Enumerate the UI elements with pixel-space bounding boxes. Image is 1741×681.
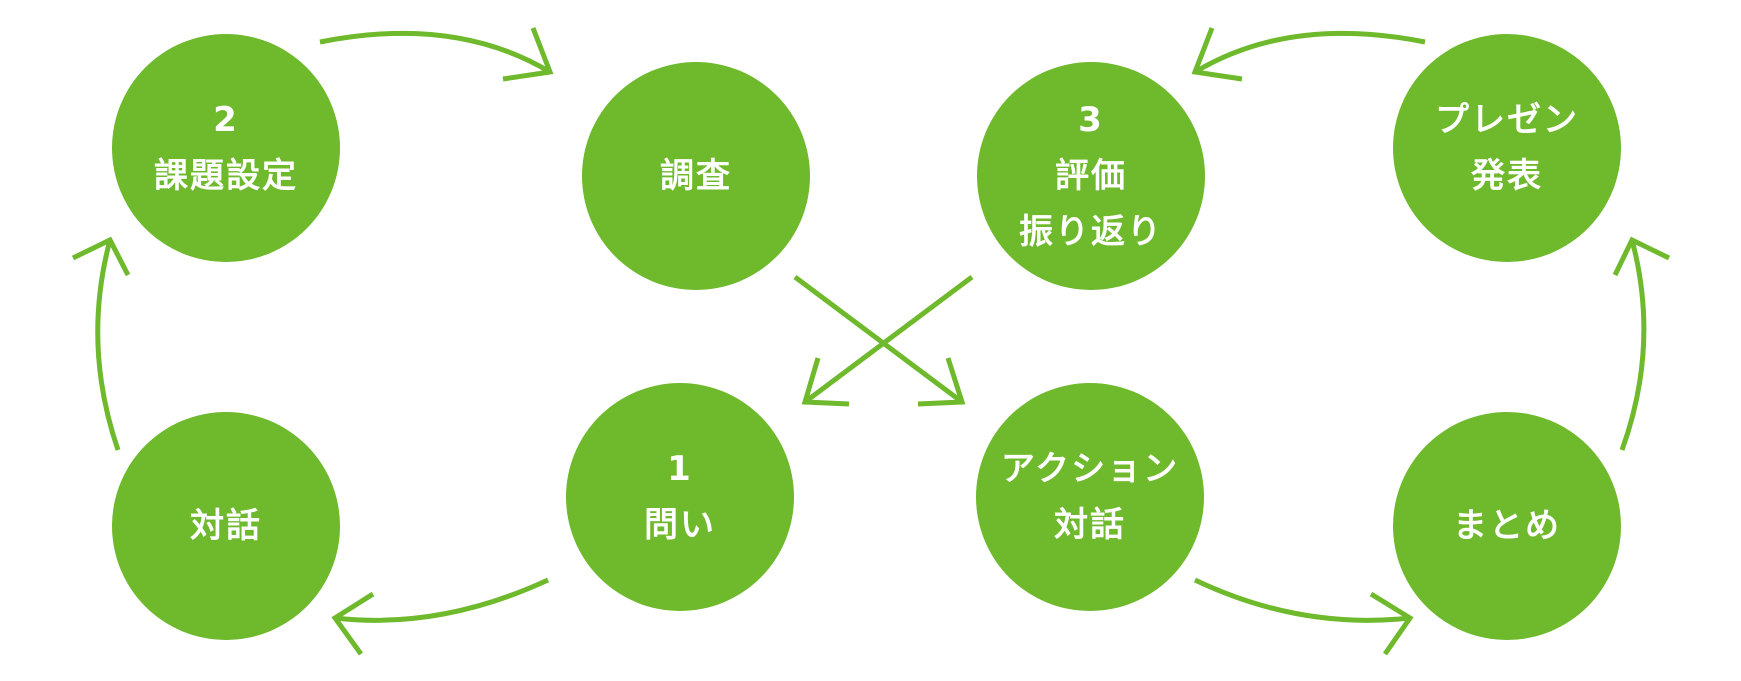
node-label-line: 発表	[1471, 156, 1543, 196]
node-chosa: 調査	[582, 62, 810, 290]
node-label-line: プレゼン	[1435, 100, 1579, 140]
node-label-line: 評価	[1055, 156, 1127, 196]
arrow-toi-to-taiwa	[331, 577, 550, 656]
node-label-line: 対話	[190, 506, 262, 546]
node-label-line: 振り返り	[1019, 212, 1163, 252]
node-toi: 1 問い	[566, 383, 794, 611]
node-label-line: まとめ	[1453, 506, 1561, 546]
node-present-happyo: プレゼン 発表	[1393, 34, 1621, 262]
arrow-action-to-matome	[1193, 577, 1414, 656]
node-hyoka-furikaeri: 3 評価 振り返り	[977, 62, 1205, 290]
node-kadai-settei: 2 課題設定	[112, 34, 340, 262]
arrow-hyoka-to-toi	[801, 274, 974, 407]
node-step-number: 3	[1078, 100, 1104, 140]
node-step-number: 1	[667, 449, 693, 489]
node-label-line: 対話	[1054, 505, 1126, 545]
arrow-kadai-to-chosa	[319, 27, 554, 82]
node-label-line: アクション	[1000, 449, 1180, 489]
arrow-taiwa-to-kadai	[71, 236, 131, 451]
node-taiwa: 対話	[112, 412, 340, 640]
arrow-matome-to-present	[1612, 236, 1671, 451]
node-label-line: 課題設定	[154, 156, 298, 196]
arrow-present-to-hyoka	[1191, 27, 1426, 82]
node-action-taiwa: アクション 対話	[976, 383, 1204, 611]
node-matome: まとめ	[1393, 412, 1621, 640]
arrow-chosa-to-action	[793, 274, 966, 407]
node-step-number: 2	[213, 100, 239, 140]
node-label-line: 調査	[660, 156, 732, 196]
node-label-line: 問い	[644, 505, 716, 545]
